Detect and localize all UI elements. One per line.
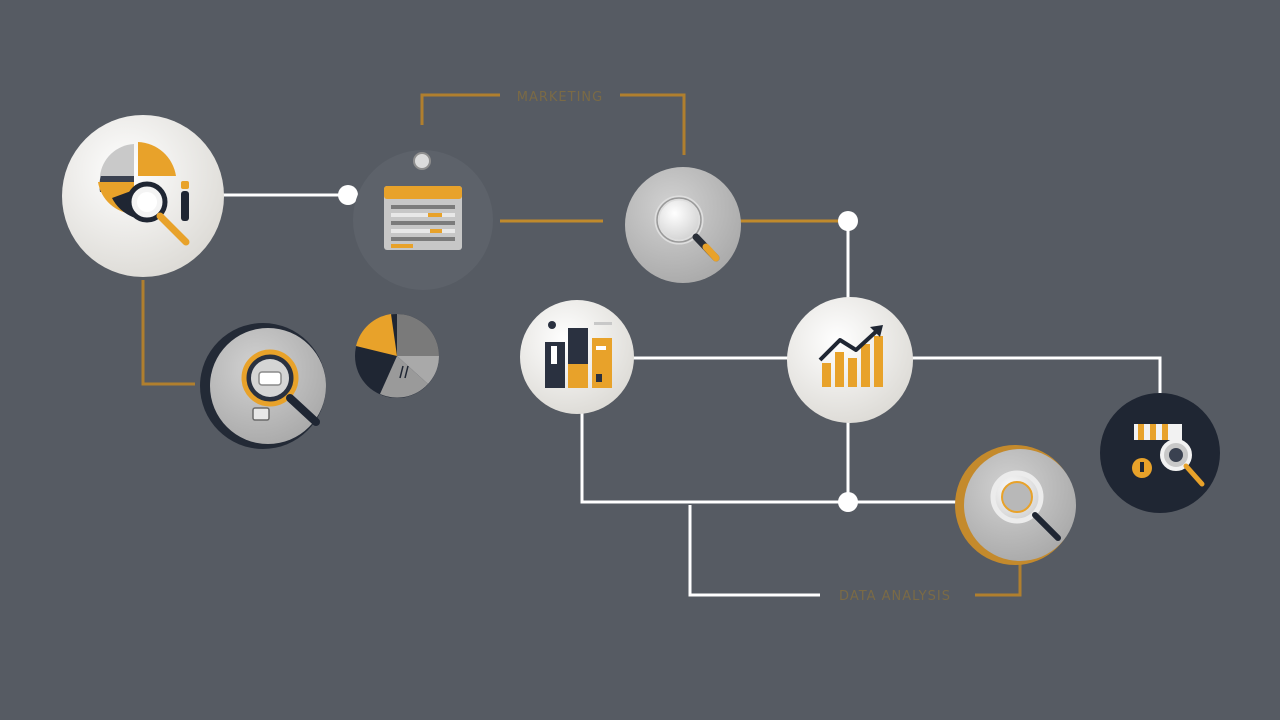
node-data-table[interactable] [353, 150, 493, 290]
connector-line [688, 505, 820, 597]
store-magnifier-icon [1132, 424, 1205, 487]
bar-report-icon [545, 321, 612, 388]
node-pie-magnifier[interactable] [62, 115, 224, 277]
junction-dot [838, 492, 858, 512]
node-shop-search[interactable] [1100, 393, 1220, 513]
node-dark-pie[interactable] [355, 314, 439, 398]
growth-chart-icon [818, 325, 883, 387]
table-document-icon [384, 152, 462, 250]
pie-chart-icon [356, 314, 439, 398]
node-analytics-left[interactable] [200, 323, 326, 449]
magnifier-icon [990, 470, 1061, 541]
connector-line [141, 280, 195, 386]
junction-dot [338, 185, 358, 205]
connector-line [912, 356, 1162, 395]
connector-line [420, 93, 500, 125]
connector-line [975, 563, 1022, 597]
pie-chart-magnifier-icon [98, 142, 190, 246]
junction-dot [838, 211, 858, 231]
connector-label-top: MARKETING [517, 90, 603, 105]
connector-label-bottom: DATA ANALYSIS [839, 589, 951, 604]
connectors: MARKETING DATA ANALYSIS [141, 90, 1162, 604]
magnifier-icon [241, 349, 320, 426]
magnifier-icon [654, 195, 720, 262]
node-search-bottom[interactable] [955, 445, 1076, 565]
connector-line [580, 412, 960, 504]
node-bar-report[interactable] [520, 300, 634, 414]
node-growth-chart[interactable] [787, 297, 913, 423]
connector-line [620, 93, 686, 155]
node-search-top[interactable] [625, 167, 741, 283]
